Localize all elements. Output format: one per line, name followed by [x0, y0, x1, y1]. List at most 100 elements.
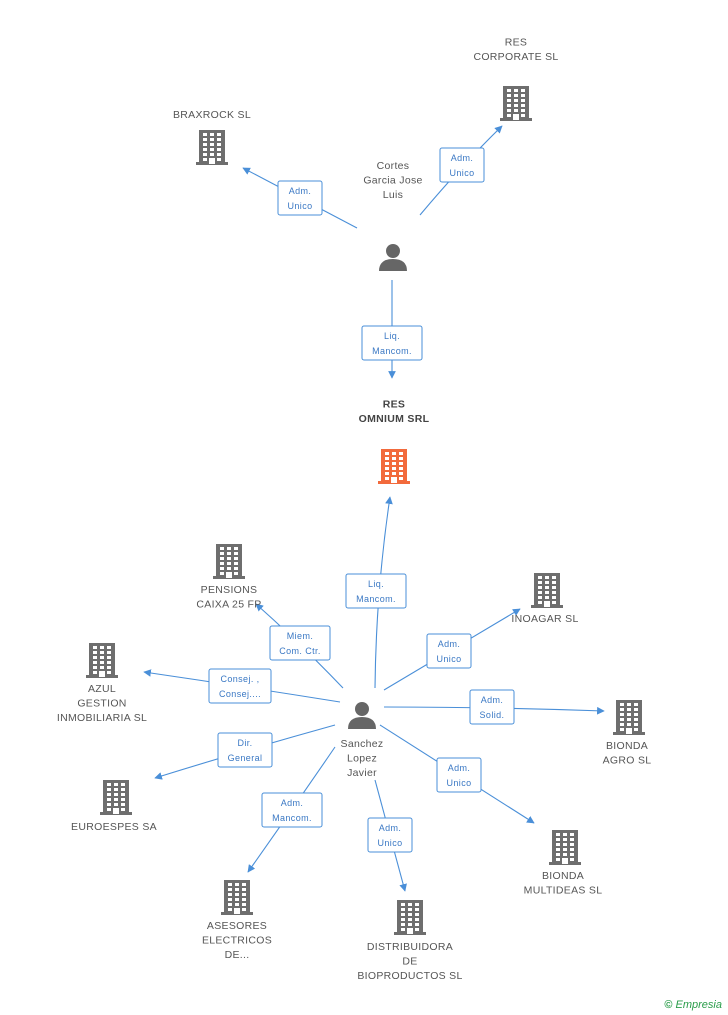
node-label: Cortes — [377, 160, 410, 172]
node-label: GESTION — [77, 698, 126, 710]
node-label: ELECTRICOS — [202, 935, 272, 947]
role-label-box[interactable] — [361, 325, 423, 361]
role-label-text: Adm. — [451, 153, 474, 163]
role-label-box[interactable] — [439, 147, 485, 183]
node-bionda_multi[interactable]: BIONDA MULTIDEAS SL — [524, 830, 603, 897]
role-label-text: Com. Ctr. — [279, 646, 321, 656]
node-label: OMNIUM SRL — [359, 413, 430, 425]
role-label-text: Adm. — [438, 639, 461, 649]
node-euroespes[interactable]: EUROESPES SA — [71, 780, 157, 833]
node-label: DE... — [225, 949, 250, 961]
role-label-box[interactable] — [436, 757, 482, 793]
role-label-box[interactable] — [217, 732, 273, 768]
node-label: Luis — [383, 189, 403, 201]
role-label-box[interactable] — [345, 573, 407, 609]
node-label: BIOPRODUCTOS SL — [357, 970, 462, 982]
edge-sanchez-inoagar: Adm. Unico — [383, 608, 521, 691]
role-label-box[interactable] — [367, 817, 413, 853]
edge-cortes-res_omnium: Liq. Mancom. — [361, 280, 423, 379]
role-label-box[interactable] — [469, 689, 515, 725]
building-icon — [394, 900, 426, 935]
building-icon — [549, 830, 581, 865]
role-label-text: Adm. — [289, 186, 312, 196]
role-label-text: Adm. — [379, 823, 402, 833]
node-label: Garcia Jose — [363, 175, 422, 187]
edge-sanchez-res_omnium: Liq. Mancom. — [345, 496, 407, 689]
role-label-text: Solid. — [480, 710, 505, 720]
edges-layer: Adm.UnicoAdm.UnicoLiq.Mancom.Liq.Mancom.… — [143, 125, 605, 892]
building-icon — [86, 643, 118, 678]
role-label-text: Liq. — [384, 331, 400, 341]
copyright-icon: © — [664, 999, 673, 1011]
node-label: CORPORATE SL — [473, 51, 558, 63]
role-label-text: Mancom. — [272, 813, 312, 823]
node-label: BIONDA — [542, 870, 584, 882]
building-icon — [613, 700, 645, 735]
node-label: AGRO SL — [603, 755, 652, 767]
role-label-text: Liq. — [368, 579, 384, 589]
role-label-text: Adm. — [281, 798, 304, 808]
edge-sanchez-azul: Consej. , Consej.... — [143, 668, 341, 704]
building-icon — [378, 449, 410, 484]
node-distribuidora[interactable]: DISTRIBUIDORA DE BIOPRODUCTOS SL — [357, 900, 462, 982]
node-res_omnium[interactable]: RES OMNIUM SRL — [359, 399, 430, 485]
edge-sanchez-asesores: Adm. Mancom. — [247, 746, 336, 873]
edge-cortes-braxrock: Adm. Unico — [242, 167, 358, 229]
node-label: Lopez — [347, 753, 377, 765]
role-label-box[interactable] — [277, 180, 323, 216]
edge-sanchez-distribuidora: Adm. Unico — [367, 779, 413, 892]
building-icon — [196, 130, 228, 165]
role-label-text: Unico — [446, 778, 471, 788]
edge-sanchez-pensions: Miem. Com. Ctr. — [255, 603, 344, 689]
node-label: RES — [383, 399, 406, 411]
role-label-text: Unico — [287, 201, 312, 211]
node-label: MULTIDEAS SL — [524, 885, 603, 897]
role-label-text: Adm. — [448, 763, 471, 773]
node-label: DE — [402, 956, 417, 968]
node-label: INOAGAR SL — [511, 613, 578, 625]
person-icon — [348, 702, 376, 729]
role-label-text: Dir. — [237, 738, 252, 748]
node-label: DISTRIBUIDORA — [367, 941, 453, 953]
building-icon — [213, 544, 245, 579]
role-label-text: Unico — [449, 168, 474, 178]
node-label: BRAXROCK SL — [173, 109, 251, 121]
role-label-text: Unico — [377, 838, 402, 848]
node-res_corporate[interactable]: RES CORPORATE SL — [473, 37, 558, 122]
building-icon — [100, 780, 132, 815]
role-label-text: Mancom. — [356, 594, 396, 604]
edge-sanchez-bionda_multi: Adm. Unico — [379, 724, 535, 824]
role-label-text: Consej.... — [219, 689, 261, 699]
role-label-text: Unico — [436, 654, 461, 664]
role-label-text: Consej. , — [220, 674, 259, 684]
brand-name: Empresia — [675, 999, 722, 1011]
node-label: BIONDA — [606, 740, 648, 752]
watermark: ©Empresia — [664, 999, 722, 1011]
role-label-box[interactable] — [208, 668, 272, 704]
node-label: CAIXA 25 FP — [196, 599, 261, 611]
role-label-box[interactable] — [261, 792, 323, 828]
role-label-text: General — [228, 753, 263, 763]
node-asesores[interactable]: ASESORES ELECTRICOS DE... — [202, 880, 272, 961]
role-label-box[interactable] — [269, 625, 331, 661]
role-label-text: Adm. — [481, 695, 504, 705]
node-label: AZUL — [88, 683, 116, 695]
role-label-text: Miem. — [287, 631, 314, 641]
node-pensions[interactable]: PENSIONS CAIXA 25 FP — [196, 544, 261, 611]
node-label: Javier — [347, 767, 377, 779]
node-braxrock[interactable]: BRAXROCK SL — [173, 109, 251, 165]
edge-cortes-res_corporate: Adm. Unico — [419, 125, 503, 216]
node-label: ASESORES — [207, 920, 267, 932]
node-bionda_agro[interactable]: BIONDA AGRO SL — [603, 700, 652, 767]
role-label-text: Mancom. — [372, 346, 412, 356]
node-label: EUROESPES SA — [71, 821, 157, 833]
role-label-box[interactable] — [426, 633, 472, 669]
node-label: RES — [505, 37, 528, 49]
node-inoagar[interactable]: INOAGAR SL — [511, 573, 578, 625]
node-label: PENSIONS — [201, 584, 258, 596]
edge-sanchez-euroespes: Dir. General — [154, 724, 336, 780]
